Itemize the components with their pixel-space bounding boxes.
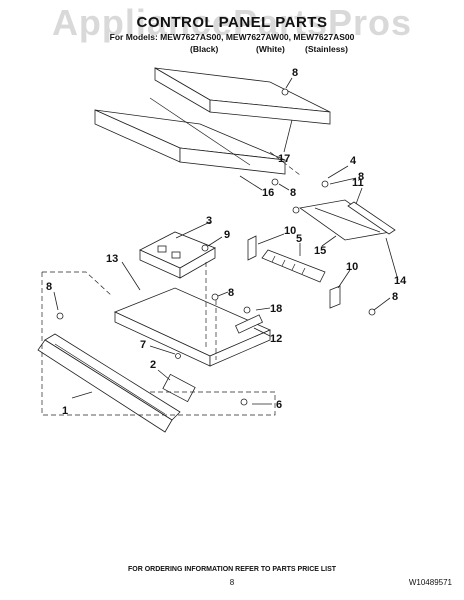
model-list: For Models: MEW7627AS00, MEW7627AW00, ME… <box>109 32 355 42</box>
page-title: CONTROL PANEL PARTS <box>136 14 328 31</box>
callout-12: 12 <box>270 333 282 345</box>
callout-16: 16 <box>262 187 274 199</box>
part-vent-tube <box>261 249 326 283</box>
callout-10-right: 10 <box>346 261 358 273</box>
callout-11: 11 <box>352 177 364 189</box>
callout-3: 3 <box>206 215 212 227</box>
callout-6: 6 <box>276 399 282 411</box>
callout-7: 7 <box>140 339 146 351</box>
variant-stainless: (Stainless) <box>305 44 348 54</box>
part-trim-strip <box>347 201 396 235</box>
part-bracket-right <box>329 285 341 309</box>
part-bracket-left <box>247 235 257 261</box>
callout-8-left: 8 <box>46 281 52 293</box>
part-mounting-plate <box>113 287 271 367</box>
page-number: 8 <box>229 578 235 587</box>
callout-5: 5 <box>296 233 302 245</box>
callout-10-left: 10 <box>284 225 296 237</box>
callout-8-cover: 8 <box>290 187 296 199</box>
watermark: AppliancePartsPros <box>51 2 413 43</box>
part-display-module <box>162 373 196 403</box>
part-control-panel <box>37 333 181 433</box>
document-number: W10489571 <box>408 578 452 587</box>
callout-18: 18 <box>270 303 282 315</box>
callout-8-plate: 8 <box>228 287 234 299</box>
part-connector <box>234 314 264 334</box>
screw-set <box>56 88 376 406</box>
variant-black: (Black) <box>190 44 219 54</box>
callout-2: 2 <box>150 359 156 371</box>
callout-8-bracket: 8 <box>392 291 398 303</box>
callout-14: 14 <box>394 275 407 287</box>
callout-9: 9 <box>224 229 230 241</box>
callout-15: 15 <box>314 245 326 257</box>
variant-white: (White) <box>256 44 285 54</box>
part-top-cover <box>154 67 331 125</box>
callout-8-right: 8 <box>358 171 364 183</box>
callout-8-top: 8 <box>292 67 298 79</box>
callout-13: 13 <box>106 253 118 265</box>
callout-17: 17 <box>278 153 290 165</box>
callout-4: 4 <box>350 155 357 167</box>
ordering-info: FOR ORDERING INFORMATION REFER TO PARTS … <box>127 566 337 573</box>
callout-1: 1 <box>62 405 68 417</box>
part-control-board <box>139 231 216 279</box>
part-cover-tray <box>94 97 286 175</box>
